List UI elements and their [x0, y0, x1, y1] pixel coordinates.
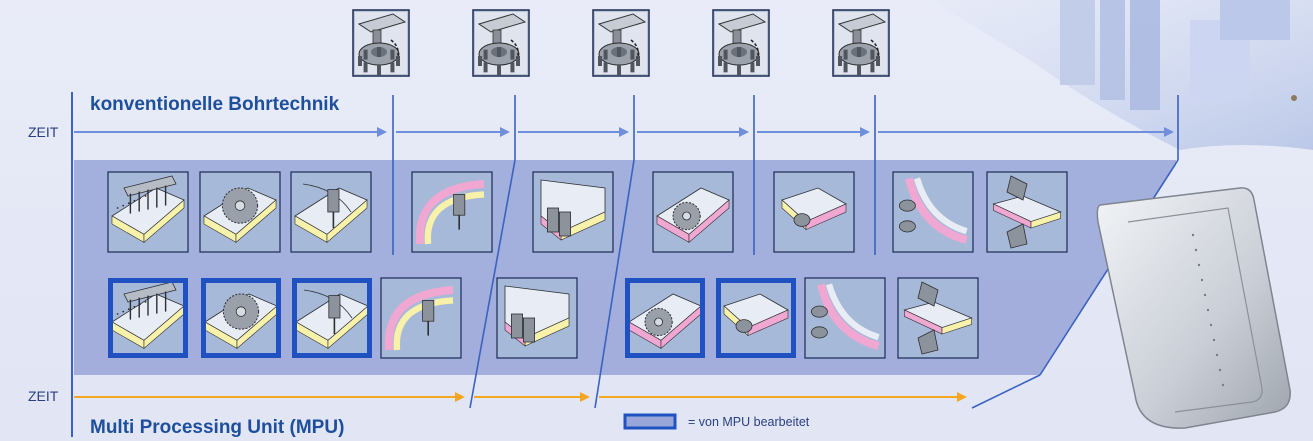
operation-tile-angle-cutter [986, 171, 1068, 253]
tool-changer-row [352, 9, 890, 77]
operation-tile-profile-cutters [892, 171, 974, 253]
tool-changer-icon [592, 9, 650, 77]
operation-tile-saw-groove [625, 278, 705, 358]
screw-dot [1291, 95, 1297, 101]
operation-tile-saw-blade [199, 171, 281, 253]
finished-panel-image [1096, 187, 1291, 429]
operation-tile-saw-blade [201, 278, 281, 358]
legend-swatch [623, 413, 677, 430]
operation-tile-edge-profiler [716, 278, 796, 358]
operation-tile-edge-profiler [773, 171, 855, 253]
tool-changer-icon [472, 9, 530, 77]
operation-tile-drill-row [107, 171, 189, 253]
bottom-time-label: ZEIT [28, 388, 59, 404]
step-dividers [392, 95, 1179, 409]
bottom-title: Multi Processing Unit (MPU) [90, 417, 344, 438]
operation-tile-router-bit [290, 171, 372, 253]
operation-tile-contour-router [380, 277, 462, 359]
operation-tile-edge-cutters [532, 171, 614, 253]
tool-changer-icon [352, 9, 410, 77]
top-title: konventionelle Bohrtechnik [90, 94, 340, 115]
operation-tile-edge-cutters [496, 277, 578, 359]
tool-changer-icon [832, 9, 890, 77]
legend: = von MPU bearbeitet [623, 413, 810, 430]
operation-tile-profile-cutters [804, 277, 886, 359]
operation-tile-contour-router [411, 171, 493, 253]
tool-changer-icon [712, 9, 770, 77]
operation-tile-angle-cutter [897, 277, 979, 359]
top-time-label: ZEIT [28, 124, 59, 140]
machine-photo [930, 0, 1313, 150]
top-operation-row [107, 171, 1068, 253]
operation-tile-saw-groove [652, 171, 734, 253]
legend-text: = von MPU bearbeitet [688, 415, 810, 429]
operation-tile-drill-row [108, 278, 188, 358]
bottom-operation-row [108, 277, 979, 359]
operation-tile-router-bit [292, 278, 372, 358]
